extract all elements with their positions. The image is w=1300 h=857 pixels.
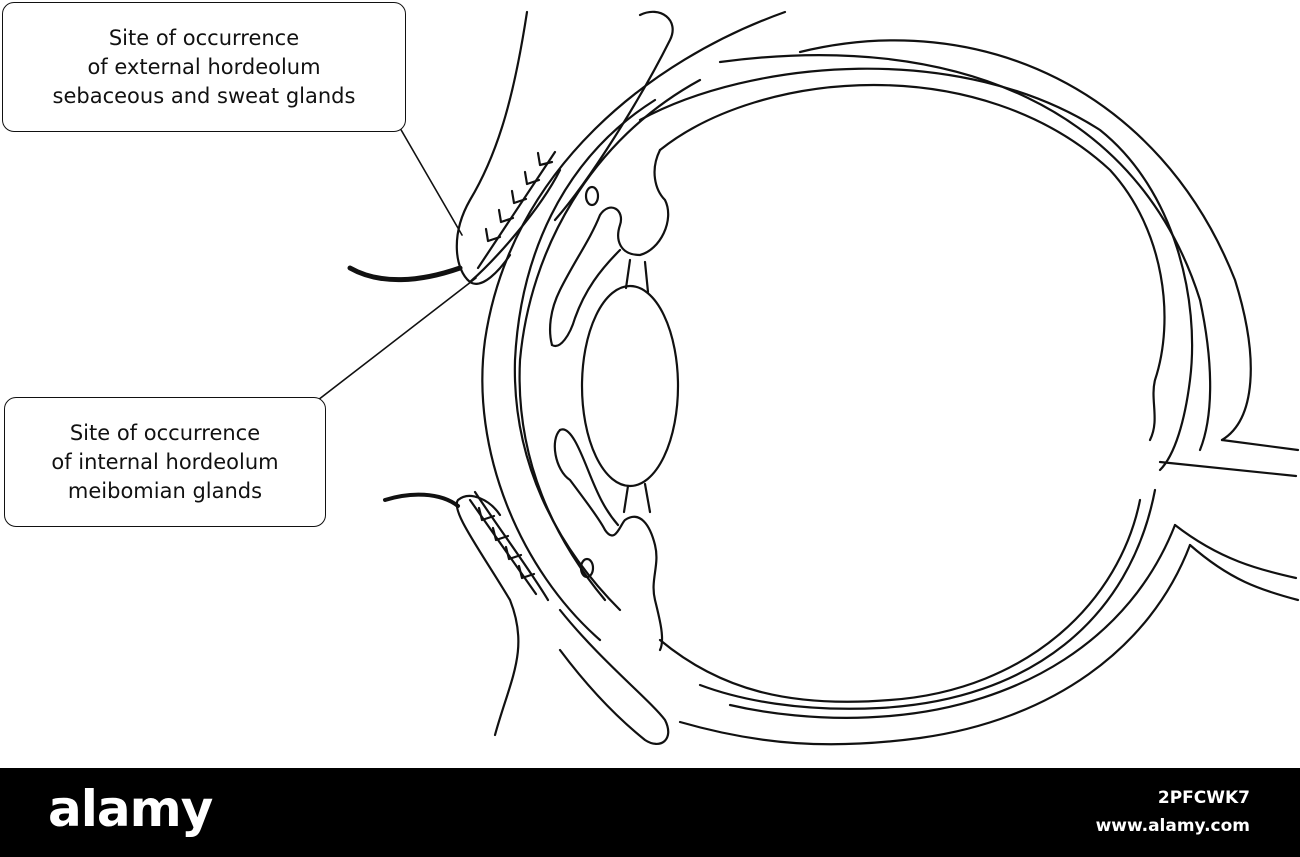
eye-cross-section-diagram: Site of occurrence of external hordeolum… bbox=[2, 2, 1300, 746]
lower-pupil-notch bbox=[579, 557, 595, 579]
internal-callout-line-2: of internal hordeolum bbox=[51, 449, 279, 474]
site-url-label: www.alamy.com bbox=[1095, 816, 1250, 836]
cornea-outer bbox=[481, 10, 787, 642]
lower-eyelid-lobe bbox=[558, 608, 670, 745]
internal-hordeolum-callout: Site of occurrence of internal hordeolum… bbox=[4, 397, 326, 527]
external-callout-line-2: of external hordeolum bbox=[87, 54, 321, 79]
upper-lid-margin bbox=[468, 168, 562, 284]
ciliary-upper bbox=[549, 148, 670, 347]
sclera-middle-lower bbox=[728, 523, 1177, 719]
iris-upper bbox=[550, 248, 622, 348]
internal-callout-leader bbox=[317, 277, 477, 401]
optic-nerve-bottom bbox=[1188, 543, 1300, 602]
zonule-upper bbox=[624, 258, 650, 294]
sclera-outer-lower bbox=[678, 543, 1192, 746]
internal-callout-line-3: meibomian glands bbox=[67, 478, 263, 503]
external-callout-line-3: sebaceous and sweat glands bbox=[52, 83, 356, 108]
upper-eyelash bbox=[347, 265, 463, 283]
lower-eyelash bbox=[383, 492, 460, 508]
iris-lower bbox=[558, 428, 620, 527]
retina-line-lower bbox=[658, 498, 1142, 703]
eye-cross-section-drawing bbox=[317, 10, 1300, 746]
upper-eyelid bbox=[455, 10, 529, 285]
upper-gland-chain bbox=[476, 150, 557, 270]
choroid-inner bbox=[638, 67, 1194, 472]
optic-nerve-inner2 bbox=[1173, 523, 1298, 580]
upper-eyelid-lobe bbox=[553, 10, 674, 222]
sclera-outer bbox=[798, 39, 1252, 442]
external-hordeolum-callout: Site of occurrence of external hordeolum… bbox=[2, 2, 406, 132]
lens bbox=[580, 284, 680, 488]
upper-pupil-notch bbox=[584, 185, 600, 207]
image-id-label: 2PFCWK7 bbox=[1157, 788, 1250, 808]
lower-eyelid bbox=[455, 494, 520, 737]
internal-callout-line-1: Site of occurrence bbox=[69, 420, 261, 445]
external-callout-line-1: Site of occurrence bbox=[108, 25, 300, 50]
optic-nerve-top bbox=[1220, 438, 1300, 452]
choroid-inner-lower bbox=[698, 488, 1157, 710]
optic-nerve-inner bbox=[1158, 460, 1298, 478]
zonule-lower bbox=[622, 482, 652, 514]
cornea-inner bbox=[513, 98, 657, 612]
sclera-middle bbox=[718, 54, 1212, 452]
watermark-footer: alamy 2PFCWK7 www.alamy.com bbox=[0, 768, 1300, 857]
brand-logo: alamy bbox=[48, 780, 213, 838]
upper-gland-ticks bbox=[484, 151, 554, 243]
lower-lid-margin bbox=[473, 490, 550, 602]
ciliary-lower bbox=[553, 428, 664, 652]
retina-line bbox=[658, 84, 1166, 442]
external-callout-leader bbox=[399, 127, 463, 236]
lower-gland-ticks bbox=[477, 506, 536, 580]
